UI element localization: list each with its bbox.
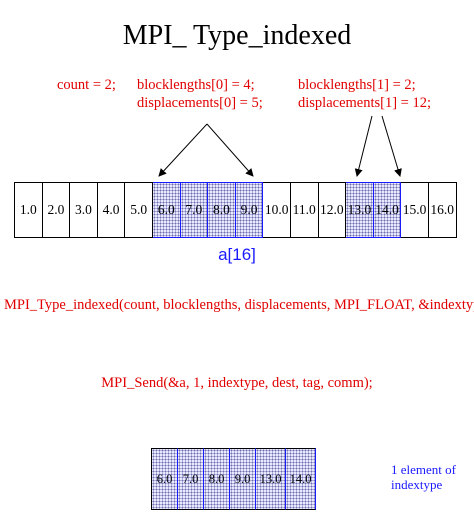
array-cell: 8.0	[208, 182, 236, 238]
displacements0-param: displacements[0] = 5;	[137, 95, 263, 111]
indextype-caption-line2: indextype	[391, 477, 443, 492]
array-cell: 14.0	[373, 182, 402, 238]
indextype-cell: 14.0	[286, 448, 316, 510]
array-cell: 13.0	[346, 182, 374, 238]
array-cell: 11.0	[290, 182, 319, 238]
array-cell: 10.0	[263, 182, 291, 238]
indextype-cell: 9.0	[230, 448, 256, 510]
indextype-cell: 6.0	[152, 448, 178, 510]
array-cell: 5.0	[125, 182, 153, 238]
indextype-cell: 13.0	[256, 448, 286, 510]
arrow-to-block1-end	[381, 115, 402, 177]
type-indexed-call: MPI_Type_indexed(count, blocklengths, di…	[4, 297, 474, 313]
array-cell: 2.0	[42, 182, 71, 238]
array-cell: 9.0	[235, 182, 264, 238]
array-cell: 6.0	[152, 182, 181, 238]
array-cell: 12.0	[318, 182, 347, 238]
displacements1-param: displacements[1] = 12;	[298, 95, 432, 111]
array-cell: 16.0	[428, 182, 457, 238]
array-cell: 4.0	[97, 182, 126, 238]
array-cell: 1.0	[15, 182, 43, 238]
indextype-caption-line1: 1 element of	[391, 462, 456, 477]
indextype-cell: 7.0	[178, 448, 204, 510]
array-cell: 15.0	[401, 182, 429, 238]
diagram-title: MPI_ Type_indexed	[122, 20, 352, 51]
indextype-caption: 1 element of indextype	[391, 462, 456, 492]
send-call: MPI_Send(&a, 1, indextype, dest, tag, co…	[101, 375, 373, 391]
blocklengths0-param: blocklengths[0] = 4;	[137, 77, 255, 93]
count-param: count = 2;	[57, 77, 116, 93]
indextype-cell: 8.0	[204, 448, 230, 510]
arrow-to-block0-end	[206, 123, 254, 177]
arrow-to-block0-start	[158, 123, 208, 177]
array-cell: 7.0	[180, 182, 209, 238]
blocklengths1-param: blocklengths[1] = 2;	[298, 77, 416, 93]
arrow-to-block1-start	[354, 115, 373, 177]
array-label: a[16]	[218, 245, 256, 264]
array-cell: 3.0	[70, 182, 98, 238]
